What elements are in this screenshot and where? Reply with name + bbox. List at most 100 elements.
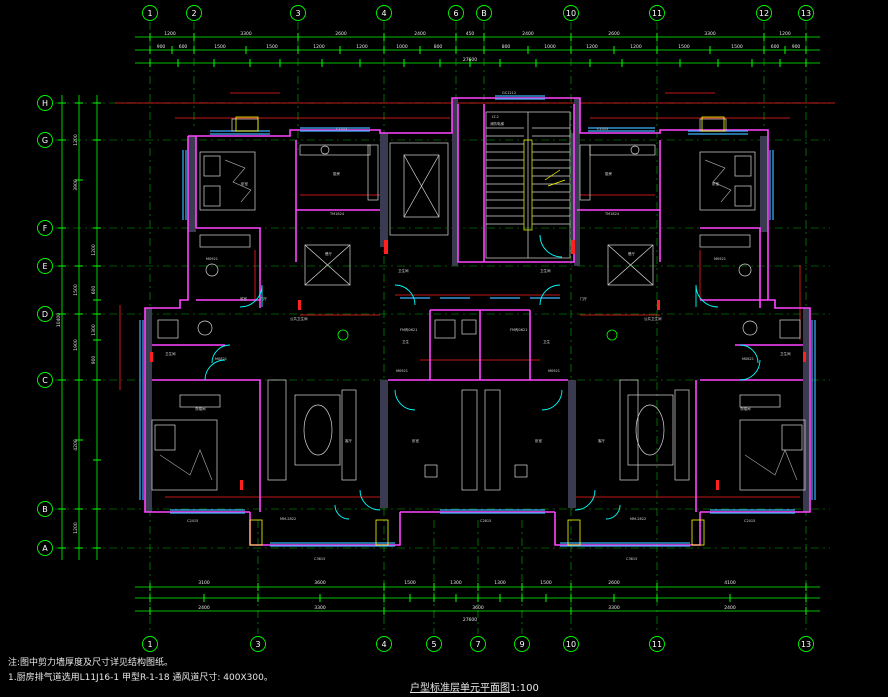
svg-text:1500: 1500 [266,44,278,50]
axis-bubbles-top [142,5,814,21]
svg-text:卫生间: 卫生间 [398,268,409,273]
svg-text:门厅: 门厅 [580,296,588,301]
axis-bubbles-left [37,95,53,556]
walls-outline [144,97,811,546]
section-markers [337,329,618,341]
svg-text:C3615: C3615 [626,557,637,561]
axis-label-top-6: 6 [453,9,458,18]
axis-label-left-g: G [42,136,48,145]
axis-label-top-4: 4 [381,9,386,18]
structural-markers [150,240,806,490]
svg-text:1300: 1300 [450,580,462,586]
svg-text:1300: 1300 [494,580,506,586]
small-annotations: C1515 C1515 GC1212 LT-2 C2415 C2415 C361… [165,91,791,561]
svg-text:卫生间: 卫生间 [780,351,791,356]
svg-text:卧室: 卧室 [712,181,720,186]
note-line-1: 注:图中剪力墙厚度及尺寸详见结构图纸。 [8,658,174,668]
svg-text:客厅: 客厅 [345,438,353,443]
svg-text:2400: 2400 [724,605,736,611]
axis-label-bottom-10: 10 [566,640,576,649]
axis-label-bottom-7: 7 [475,640,480,649]
svg-text:消防电梯: 消防电梯 [490,121,504,126]
svg-text:800: 800 [434,44,443,50]
svg-text:前室: 前室 [240,296,247,301]
axis-label-bottom-3: 3 [255,640,260,649]
svg-text:600: 600 [91,286,97,295]
svg-text:4100: 4100 [724,580,736,586]
svg-text:1200: 1200 [356,44,368,50]
axis-label-top-b: B [481,9,487,18]
svg-text:1200: 1200 [73,522,79,534]
axis-label-left-e: E [42,262,47,271]
svg-text:2400: 2400 [522,31,534,37]
svg-text:公共卫生间: 公共卫生间 [644,316,662,321]
balcony-piers [235,116,725,546]
axis-label-left-a: A [42,544,48,553]
svg-text:3900: 3900 [73,179,79,191]
svg-text:27600: 27600 [463,57,477,63]
svg-text:1200: 1200 [779,31,791,37]
svg-text:2600: 2600 [608,580,620,586]
drawing-notes: 注:图中剪力墙厚度及尺寸详见结构图纸。 1.厨房排气道选用L11J16-1 甲型… [8,656,273,686]
svg-text:450: 450 [466,31,475,37]
svg-text:C1515: C1515 [597,127,608,131]
svg-text:1000: 1000 [544,44,556,50]
svg-text:FM丙0621: FM丙0621 [400,327,417,332]
svg-text:2600: 2600 [335,31,347,37]
svg-text:FM丙0621: FM丙0621 [510,327,527,332]
svg-text:600: 600 [771,44,780,50]
svg-text:1500: 1500 [678,44,690,50]
svg-text:C2815: C2815 [480,519,491,523]
svg-text:800: 800 [502,44,511,50]
note-line-2: 1.厨房排气道选用L11J16-1 甲型R-1-18 通风道尺寸: 400X30… [8,673,273,683]
svg-text:1500: 1500 [404,580,416,586]
axis-bubbles-bottom [142,636,814,652]
svg-text:1000: 1000 [396,44,408,50]
elevator [389,142,449,236]
svg-text:衣帽间: 衣帽间 [195,406,206,411]
svg-text:MM-2822: MM-2822 [280,517,296,521]
windows [139,95,816,547]
axis-label-top-2: 2 [191,9,196,18]
svg-text:卫生间: 卫生间 [540,268,551,273]
svg-text:GC1212: GC1212 [502,91,516,95]
svg-text:C2415: C2415 [187,519,198,523]
furniture [151,118,806,491]
svg-text:卧室: 卧室 [535,438,543,443]
svg-text:厨房: 厨房 [333,171,341,176]
svg-text:1500: 1500 [731,44,743,50]
svg-text:2600: 2600 [608,31,620,37]
svg-text:900: 900 [91,356,97,365]
svg-text:卧室: 卧室 [241,181,248,186]
door-swings [204,234,761,520]
svg-text:客厅: 客厅 [598,438,606,443]
svg-text:卫生间: 卫生间 [165,351,176,356]
axis-label-top-11: 11 [652,9,662,18]
axis-label-bottom-9: 9 [519,640,524,649]
axis-label-bottom-13: 13 [801,640,811,649]
axis-label-left-f: F [43,224,48,233]
svg-text:LT-2: LT-2 [492,115,499,119]
svg-text:1900: 1900 [73,339,79,351]
svg-text:厨房: 厨房 [605,171,613,176]
dimension-chains [61,36,820,612]
svg-text:3100: 3100 [198,580,210,586]
svg-text:衣帽间: 衣帽间 [740,406,751,411]
svg-text:3300: 3300 [314,605,326,611]
svg-text:900: 900 [792,44,801,50]
svg-text:900: 900 [157,44,166,50]
axis-label-top-1: 1 [147,9,152,18]
svg-text:2400: 2400 [414,31,426,37]
svg-text:TM1824: TM1824 [329,212,345,216]
svg-text:门厅: 门厅 [260,296,268,301]
svg-text:1500: 1500 [214,44,226,50]
svg-text:餐厅: 餐厅 [325,251,333,256]
svg-text:卧室: 卧室 [412,438,420,443]
svg-text:卫生: 卫生 [543,339,551,344]
svg-text:TM1824: TM1824 [604,212,620,216]
axis-label-bottom-5: 5 [431,640,436,649]
axis-label-top-3: 3 [295,9,300,18]
svg-text:1200: 1200 [313,44,325,50]
dimension-ticks [58,33,807,615]
